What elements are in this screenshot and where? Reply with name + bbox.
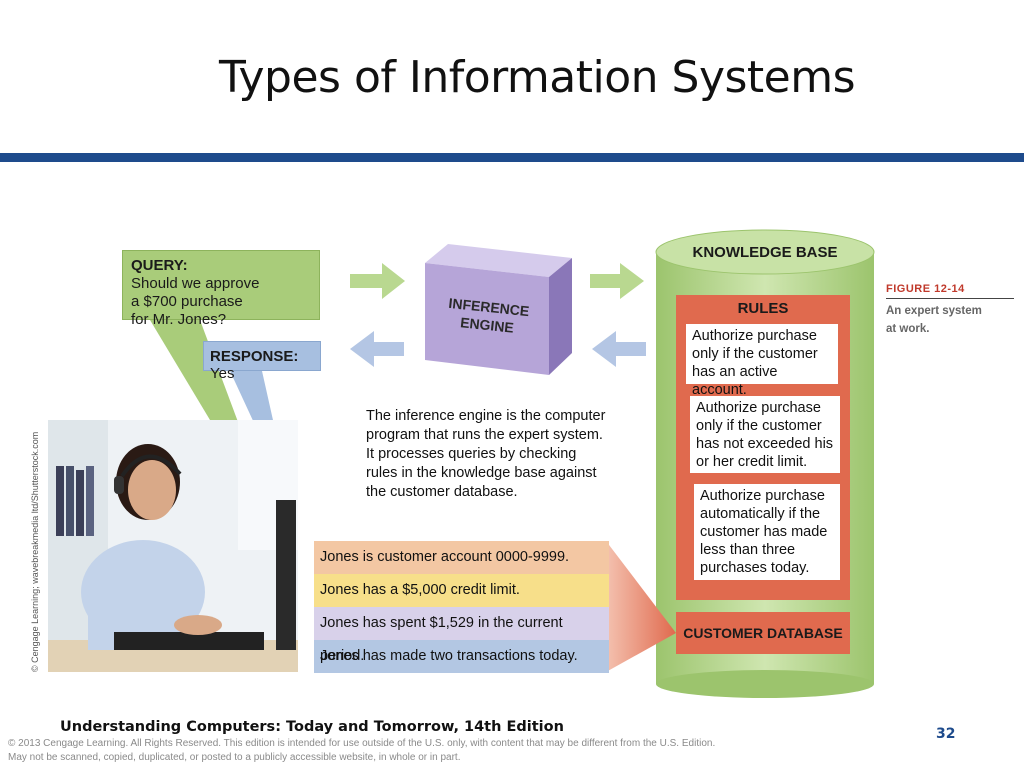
header-divider xyxy=(0,153,1024,162)
rules-title: RULES xyxy=(737,300,789,317)
response-label: RESPONSE: xyxy=(210,348,299,365)
rule-item: Authorize purchase only if the customer … xyxy=(686,324,838,398)
arrow-kb-to-engine xyxy=(592,331,646,367)
figure-caption: An expert system at work. xyxy=(886,302,1016,338)
customer-database-label: CUSTOMER DATABASE xyxy=(676,612,850,654)
page-number: 32 xyxy=(936,726,956,742)
inference-engine-cube xyxy=(425,244,572,375)
slide-title: Types of Information Systems xyxy=(218,52,856,103)
operator-photo xyxy=(48,420,298,672)
figure-caption-rule xyxy=(886,298,1014,299)
customer-fact: Jones has made two transactions today. xyxy=(320,648,578,664)
photo-credit: © Cengage Learning; wavebreakmedia ltd/S… xyxy=(30,410,48,672)
arrow-query-to-engine xyxy=(350,263,405,299)
query-bubble: QUERY: Should we approve a $700 purchase… xyxy=(122,250,320,328)
rule-item: Authorize purchase only if the customer … xyxy=(690,396,840,473)
figure-caption-line1: An expert system xyxy=(886,305,982,317)
arrow-engine-to-response xyxy=(350,331,404,367)
response-bubble: RESPONSE: Yes xyxy=(203,341,321,382)
copyright-line-2: May not be scanned, copied, duplicated, … xyxy=(8,752,461,763)
operator-illustration xyxy=(48,420,298,672)
fact-row-bg-2 xyxy=(314,574,609,607)
fact-row-bg-4 xyxy=(314,640,609,673)
query-label: QUERY: xyxy=(131,257,188,274)
arrow-engine-to-kb xyxy=(590,263,644,299)
query-text: Should we approve a $700 purchase for Mr… xyxy=(131,275,260,328)
copyright-line-1: © 2013 Cengage Learning. All Rights Rese… xyxy=(8,738,716,749)
fact-row-bg-3 xyxy=(314,607,609,640)
photo-credit-text: © Cengage Learning; wavebreakmedia ltd/S… xyxy=(30,431,40,672)
fact-row-bg-1 xyxy=(314,541,609,574)
figure-number: FIGURE 12-14 xyxy=(886,283,965,295)
knowledge-base-title: KNOWLEDGE BASE xyxy=(692,244,838,261)
facts-to-database-funnel xyxy=(606,541,676,672)
customer-fact: Jones is customer account 0000-9999. xyxy=(320,549,570,565)
response-text: Yes xyxy=(210,365,235,382)
inference-engine-note: The inference engine is the computer pro… xyxy=(366,408,606,500)
customer-fact: Jones has spent $1,529 in the current pe… xyxy=(320,615,563,664)
footer-book-title: Understanding Computers: Today and Tomor… xyxy=(60,719,564,735)
figure-caption-line2: at work. xyxy=(886,323,930,335)
rule-item: Authorize purchase automatically if the … xyxy=(694,484,840,580)
customer-fact: Jones has a $5,000 credit limit. xyxy=(320,582,520,598)
